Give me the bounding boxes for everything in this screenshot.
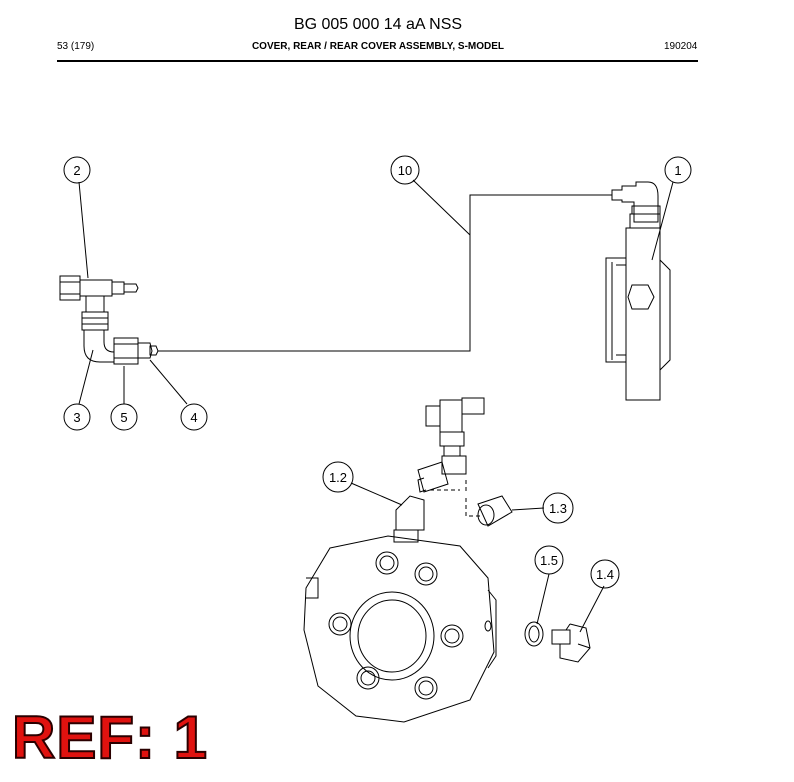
tee-fitting-group xyxy=(59,275,159,365)
svg-text:1.2: 1.2 xyxy=(329,470,347,485)
callout-1-4: 1.4 xyxy=(590,559,620,589)
header-rule xyxy=(57,60,698,62)
svg-text:1: 1 xyxy=(674,163,681,178)
page-number: 53 (179) xyxy=(57,41,95,52)
svg-text:3: 3 xyxy=(73,410,80,425)
rear-cover-side-view xyxy=(605,181,671,401)
svg-text:1.3: 1.3 xyxy=(549,501,567,516)
svg-text:5: 5 xyxy=(120,410,127,425)
svg-text:1.4: 1.4 xyxy=(596,567,614,582)
callout-10: 10 xyxy=(390,155,420,185)
document-title: BG 005 000 14 aA NSS xyxy=(293,16,463,33)
callout-2: 2 xyxy=(63,156,91,184)
ref-label: REF: 1 xyxy=(11,704,209,771)
document-date: 190204 xyxy=(664,41,698,52)
elbow-fitting-1-2 xyxy=(393,495,425,543)
leader-lines xyxy=(78,179,674,633)
cover-plate-front-view xyxy=(303,535,497,723)
section-title: COVER, REAR / REAR COVER ASSEMBLY, S-MOD… xyxy=(251,41,505,52)
svg-text:2: 2 xyxy=(73,163,80,178)
callout-5: 5 xyxy=(110,403,138,431)
callout-1-3: 1.3 xyxy=(542,492,574,524)
callout-3: 3 xyxy=(63,403,91,431)
upper-tee-fitting xyxy=(417,397,485,494)
callout-4: 4 xyxy=(180,403,208,431)
plug-1-4 xyxy=(551,623,591,663)
callout-1-5: 1.5 xyxy=(534,545,564,575)
nut-1-3 xyxy=(465,495,513,527)
callout-1: 1 xyxy=(664,156,692,184)
svg-text:4: 4 xyxy=(190,410,197,425)
svg-text:10: 10 xyxy=(398,163,412,178)
pipe-line xyxy=(158,194,612,352)
washer-1-5 xyxy=(524,621,544,647)
svg-text:1.5: 1.5 xyxy=(540,553,558,568)
callout-1-2: 1.2 xyxy=(322,461,354,493)
